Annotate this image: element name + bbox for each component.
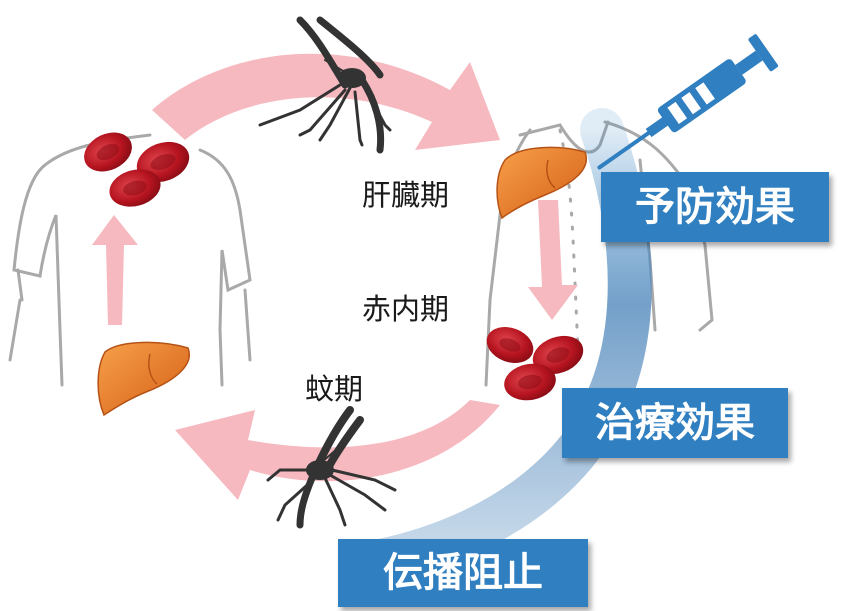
cycle-arrow-top [152, 53, 500, 151]
red-blood-cells-right [486, 327, 584, 401]
red-blood-cell-icon [504, 363, 556, 401]
effect-box-treatment: 治療効果 [562, 388, 788, 458]
mosquito-icon-bottom [266, 406, 397, 529]
red-blood-cell-icon [109, 169, 161, 207]
red-blood-cell-icon [486, 327, 534, 363]
effect-box-transmission-blocking: 伝播阻止 [338, 539, 588, 607]
red-blood-cells-left [84, 132, 190, 207]
red-blood-cell-icon [84, 132, 132, 172]
liver-icon-left [97, 341, 191, 417]
cycle-arrow-left [92, 215, 138, 325]
syringe-icon [597, 34, 779, 170]
stage-label-blood: 赤内期 [362, 292, 450, 326]
liver-icon-right [496, 146, 588, 220]
stage-label-liver: 肝臓期 [362, 178, 450, 212]
effect-box-prevention: 予防効果 [601, 172, 829, 242]
cycle-arrow-right [528, 200, 578, 320]
stage-label-mosquito: 蚊期 [305, 372, 364, 406]
red-blood-cell-icon [532, 335, 584, 375]
mosquito-icon-top [258, 16, 392, 154]
